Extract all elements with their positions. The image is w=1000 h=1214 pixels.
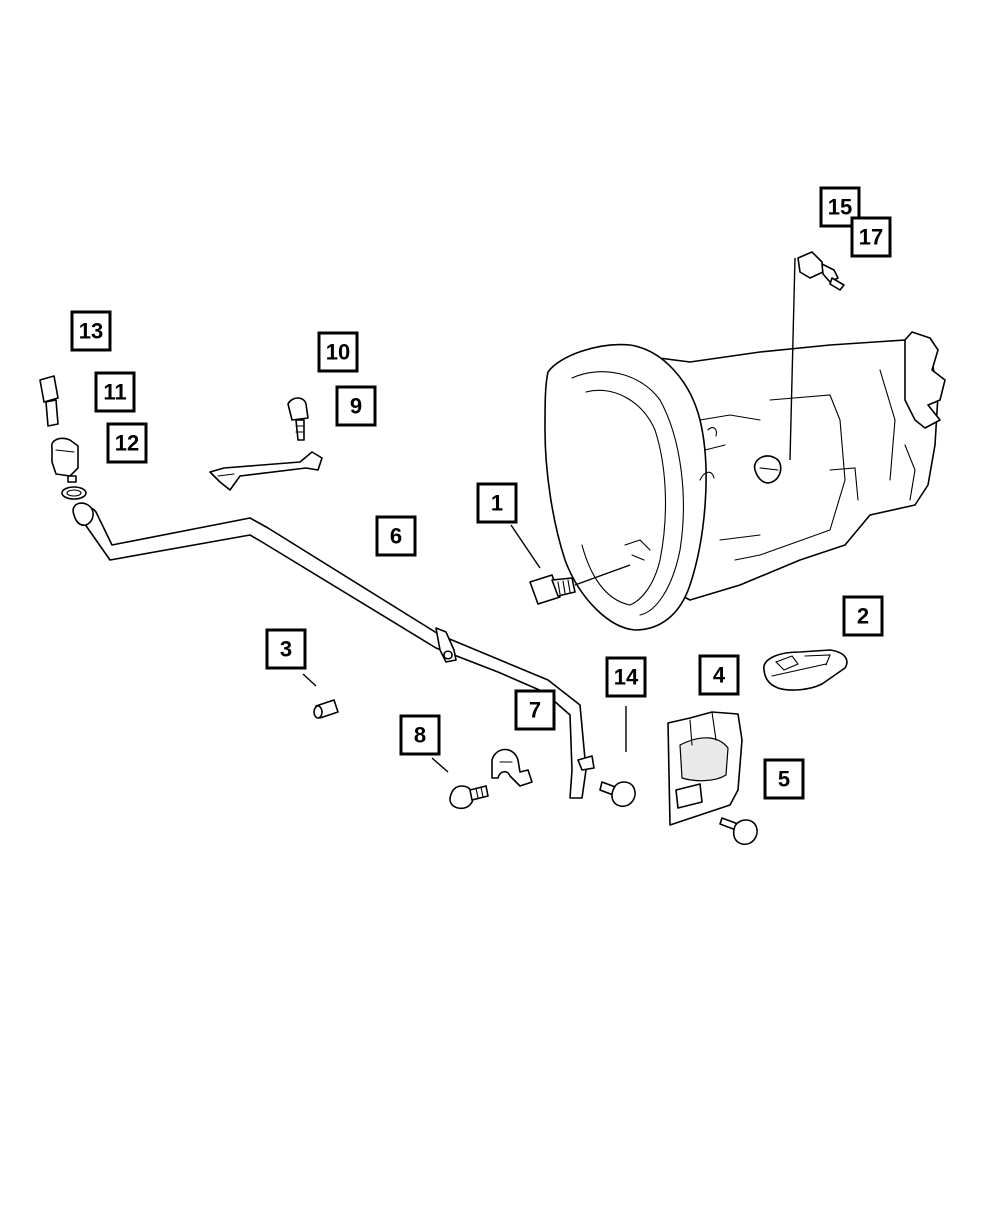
- leader-line: [510, 524, 541, 569]
- callout-label: 5: [778, 767, 790, 792]
- callout-9[interactable]: 9: [335, 385, 377, 427]
- callout-label: 3: [280, 637, 292, 662]
- dipstick-handle-part-13: [39, 375, 59, 427]
- clip-part-7: [491, 748, 533, 787]
- callout-7[interactable]: 7: [514, 689, 556, 731]
- callout-5[interactable]: 5: [763, 758, 805, 800]
- speed-sensor-part: [797, 251, 845, 291]
- dipstick-tube-part-6: [72, 502, 595, 799]
- callout-label: 9: [350, 394, 362, 419]
- callout-13[interactable]: 13: [70, 310, 112, 352]
- callout-label: 2: [857, 604, 869, 629]
- leader-line: [302, 673, 317, 687]
- callout-14[interactable]: 14: [605, 656, 647, 698]
- callout-8[interactable]: 8: [399, 714, 441, 756]
- bolt-part-5: [719, 817, 758, 846]
- cover-plate-part-2: [763, 649, 848, 691]
- callout-label: 17: [859, 225, 883, 250]
- callout-label: 13: [79, 319, 103, 344]
- callout-15[interactable]: 15: [819, 186, 861, 228]
- o-ring-part-12: [61, 486, 87, 500]
- callout-3[interactable]: 3: [265, 628, 307, 670]
- callout-6[interactable]: 6: [375, 515, 417, 557]
- callout-label: 6: [390, 524, 402, 549]
- callout-10[interactable]: 10: [317, 331, 359, 373]
- bolt-part-1: [529, 564, 631, 605]
- callout-label: 1: [491, 491, 503, 516]
- callout-12[interactable]: 12: [106, 422, 148, 464]
- callout-label: 12: [115, 431, 139, 456]
- callout-label: 7: [529, 698, 541, 723]
- dipstick-cap-part-11: [50, 437, 79, 483]
- callout-label: 11: [103, 380, 126, 405]
- callout-label: 8: [414, 723, 426, 748]
- callout-label: 15: [828, 195, 852, 220]
- bolt-part-9: [287, 397, 309, 441]
- callout-11[interactable]: 11: [94, 371, 136, 413]
- bracket-part-10: [209, 451, 323, 491]
- callout-17[interactable]: 17: [850, 216, 892, 258]
- dust-shield-part-5: [667, 711, 743, 826]
- callout-label: 14: [614, 665, 639, 690]
- leader-line: [431, 757, 449, 773]
- transmission-assembly: [544, 331, 946, 631]
- callout-1[interactable]: 1: [476, 482, 518, 524]
- bolt-part-14: [599, 781, 636, 808]
- callout-4[interactable]: 4: [698, 654, 740, 696]
- leader-line: [789, 257, 796, 461]
- callout-2[interactable]: 2: [842, 595, 884, 637]
- pin-part-3: [313, 699, 339, 719]
- callout-label: 4: [713, 663, 726, 688]
- bolt-part-8: [449, 785, 489, 810]
- callout-label: 10: [326, 340, 350, 365]
